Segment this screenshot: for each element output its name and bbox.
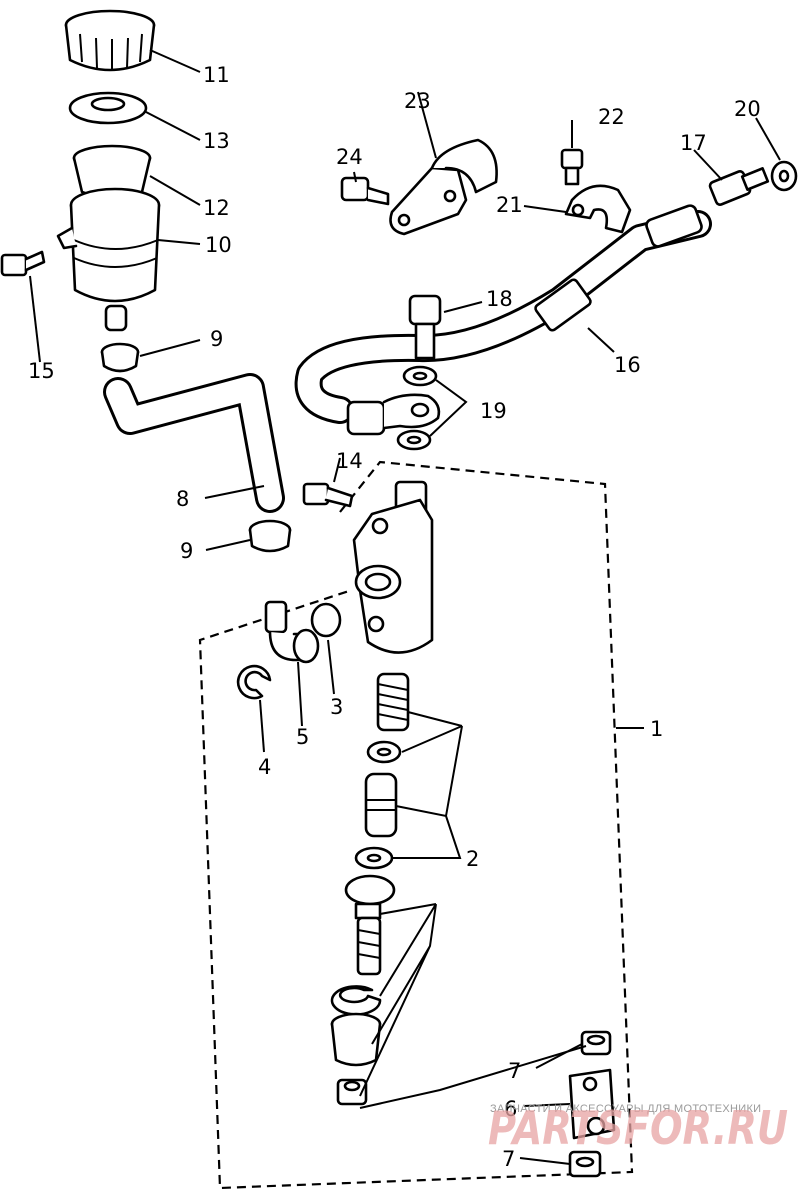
hose-union-part [708, 167, 770, 206]
callout-11: 11 [203, 63, 230, 87]
callout-17: 17 [680, 131, 707, 155]
o-ring-part [310, 602, 342, 638]
circlip-small-part [236, 664, 272, 700]
circlip-large-part [330, 985, 382, 1016]
callout-7-lower: 7 [502, 1147, 515, 1171]
assembly-1-boundary [198, 460, 634, 1190]
callout-4: 4 [258, 755, 271, 779]
clamp-bolt-part [560, 148, 584, 186]
leader-lines [29, 49, 781, 1165]
nut-upper-part [580, 1030, 612, 1056]
callout-9-upper: 9 [210, 327, 223, 351]
mounting-bolt-part [0, 250, 46, 277]
callout-7-upper: 7 [508, 1059, 521, 1083]
callout-23: 23 [404, 89, 431, 113]
diaphragm-plate-part [68, 91, 148, 125]
callout-3: 3 [330, 695, 343, 719]
callout-2: 2 [466, 847, 479, 871]
bracket-bolt-part [340, 176, 390, 206]
watermark: ЗАПЧАСТИ И АКСЕССУАРЫ ДЛЯ МОТОТЕХНИКИ PA… [488, 1101, 788, 1155]
hose-guide-bracket-part [389, 138, 498, 236]
callout-22: 22 [598, 105, 625, 129]
dust-boot-part [330, 1012, 382, 1067]
union-bolt-part [408, 294, 442, 360]
callout-numbers: 11 13 12 10 15 9 8 9 14 23 24 22 21 17 2… [28, 63, 761, 1171]
callout-10: 10 [205, 233, 232, 257]
callout-24: 24 [336, 145, 363, 169]
callout-15: 15 [28, 359, 55, 383]
clevis-part [568, 1068, 616, 1140]
callout-20: 20 [734, 97, 761, 121]
hose-clamp-bracket-part [564, 184, 632, 234]
hose-joint-part [264, 600, 320, 664]
watermark-brand: PARTSFOR.RU [488, 1101, 788, 1155]
master-cylinder-body-part [352, 480, 434, 654]
reservoir-cap-part [64, 9, 156, 72]
brake-hose-part [294, 204, 712, 436]
callout-6: 6 [504, 1097, 517, 1121]
copper-washer-upper-part [402, 365, 438, 387]
reservoir-part [56, 187, 161, 332]
body-mounting-bolt-part [302, 482, 354, 508]
callout-5: 5 [296, 725, 309, 749]
hose-clamp-upper-part [100, 342, 140, 373]
callout-9-lower: 9 [180, 539, 193, 563]
reservoir-hose-part [103, 373, 285, 513]
watermark-tagline: ЗАПЧАСТИ И АКСЕССУАРЫ ДЛЯ МОТОТЕХНИКИ [490, 1103, 761, 1115]
callout-19: 19 [480, 399, 507, 423]
callout-8: 8 [176, 487, 189, 511]
lock-nut-part [336, 1078, 368, 1106]
callout-18: 18 [486, 287, 513, 311]
callout-14: 14 [336, 449, 363, 473]
return-spring-part [376, 672, 410, 732]
piston-cup-part [354, 846, 394, 870]
piston-part [364, 772, 398, 838]
sealing-washer-part [770, 160, 798, 192]
copper-washer-lower-part [396, 429, 432, 451]
callout-1: 1 [650, 717, 663, 741]
spring-seat-part [366, 740, 402, 764]
callout-16: 16 [614, 353, 641, 377]
hose-clamp-lower-part [248, 519, 292, 553]
callout-13: 13 [203, 129, 230, 153]
callout-12: 12 [203, 196, 230, 220]
nut-lower-part [568, 1150, 602, 1178]
callout-21: 21 [496, 193, 523, 217]
push-rod-part [344, 874, 396, 976]
